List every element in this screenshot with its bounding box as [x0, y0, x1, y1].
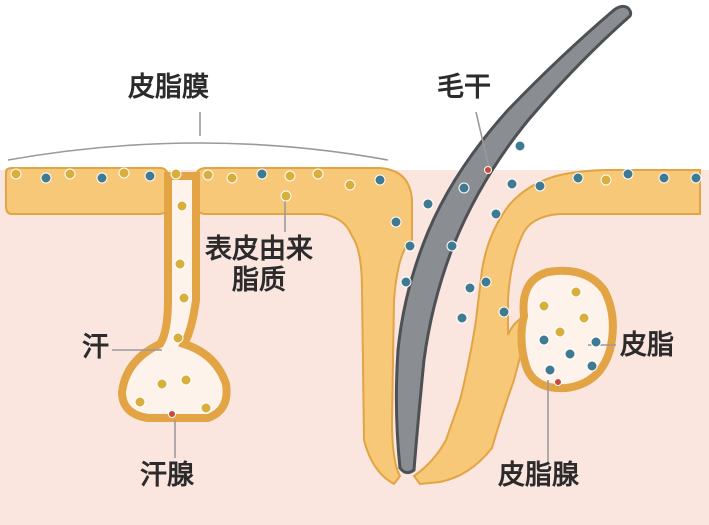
lipid-dot — [202, 169, 214, 181]
sebaceous-gland-body — [517, 266, 617, 393]
label-sweat: 汗 — [82, 332, 109, 363]
lipid-dot — [40, 172, 52, 184]
lipid-dot — [590, 336, 602, 348]
lipid-dot — [178, 292, 190, 304]
leader-hair-shaft — [475, 111, 491, 173]
label-epidermal-lipid-line1: 表皮由来 — [205, 234, 313, 265]
lipid-dot — [538, 334, 550, 346]
lipid-dot — [374, 174, 386, 186]
lipid-dot — [544, 364, 556, 376]
lipid-dot — [458, 182, 470, 194]
lipid-dot — [490, 208, 502, 220]
lipid-dot — [170, 168, 182, 180]
lipid-dot — [690, 172, 702, 184]
lipid-dot — [404, 240, 416, 252]
epidermis-left — [5, 167, 169, 215]
lipid-dot — [96, 172, 108, 184]
sweat-duct — [117, 172, 231, 422]
lipid-dot — [144, 170, 156, 182]
lipid-dot — [534, 180, 546, 192]
lipid-dot — [172, 332, 184, 344]
lipid-dot — [538, 300, 550, 312]
hair-shaft — [394, 4, 633, 475]
lipid-dot — [446, 240, 458, 252]
lipid-dot — [554, 378, 562, 386]
epidermis-follicle-right — [412, 169, 701, 486]
lipid-dot — [514, 140, 526, 152]
lipid-dot — [284, 170, 296, 182]
lipid-dot — [176, 200, 188, 212]
lipid-dot — [658, 172, 670, 184]
lipid-dot — [400, 276, 412, 288]
lipid-dot — [118, 167, 130, 179]
lipid-dot — [180, 374, 192, 386]
lipid-dot — [570, 286, 582, 298]
lipid-dot — [390, 216, 402, 228]
lipid-dot — [280, 190, 292, 202]
lipid-dot — [506, 178, 518, 190]
lipid-dot — [344, 179, 356, 191]
label-sebaceous-gland: 皮脂腺 — [498, 460, 579, 491]
lipid-dot — [456, 312, 468, 324]
lipid-dot — [200, 402, 212, 414]
lipid-dot — [554, 326, 566, 338]
lipid-dot — [156, 378, 168, 390]
lipid-dots — [10, 140, 702, 418]
lipid-dot — [64, 168, 76, 180]
lipid-dot — [564, 348, 576, 360]
label-hair-shaft: 毛干 — [437, 72, 491, 103]
label-epidermal-lipid: 表皮由来 脂质 — [205, 234, 313, 296]
lipid-dot — [600, 174, 612, 186]
lipid-dot — [464, 282, 476, 294]
lipid-dot — [578, 312, 590, 324]
lipid-dot — [174, 258, 186, 270]
lipid-dot — [10, 168, 22, 180]
lipid-dot — [168, 410, 176, 418]
lipid-dot — [226, 172, 238, 184]
label-epidermal-lipid-line2: 脂质 — [232, 265, 286, 297]
lipid-dot — [256, 168, 268, 180]
lipid-dot — [498, 306, 510, 318]
lipid-dot — [484, 166, 492, 174]
sebum-film-brace — [7, 142, 389, 161]
lipid-dot — [134, 396, 146, 408]
label-sebum: 皮脂 — [620, 330, 674, 361]
lipid-dot — [480, 276, 492, 288]
label-sebum-film: 皮脂膜 — [128, 72, 209, 103]
epidermis-follicle-left — [195, 167, 413, 486]
lipid-dot — [622, 168, 634, 180]
lipid-dot — [422, 198, 434, 210]
label-sweat-gland: 汗腺 — [140, 460, 194, 491]
lipid-dot — [572, 172, 584, 184]
lipid-dot — [312, 168, 324, 180]
lipid-dot — [586, 360, 598, 372]
